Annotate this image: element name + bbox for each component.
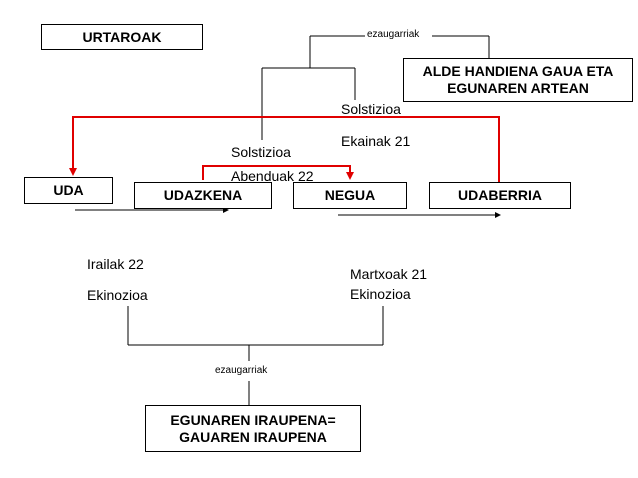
characteristics-label-bottom: ezaugarriak xyxy=(215,365,268,376)
winter-solstice-date: Abenduak 22 xyxy=(231,168,314,184)
season-label-negua: NEGUA xyxy=(324,187,376,203)
characteristics-label-top: ezaugarriak xyxy=(367,29,420,40)
red-connector xyxy=(69,116,500,182)
black-arrows xyxy=(75,207,501,218)
season-box-udaberria: UDABERRIA xyxy=(429,182,571,209)
max-difference-line2: EGUNAREN ARTEAN xyxy=(447,80,589,96)
spring-equinox-name: Ekinozioa xyxy=(350,286,411,302)
top-bracket xyxy=(261,35,490,140)
autumn-equinox-name: Ekinozioa xyxy=(87,287,148,303)
autumn-equinox-date: Irailak 22 xyxy=(87,256,144,272)
season-box-negua: NEGUA xyxy=(293,182,407,209)
equal-duration-line1: EGUNAREN IRAUPENA= xyxy=(170,411,336,428)
summer-solstice-name: Solstizioa xyxy=(341,101,401,117)
equal-duration-box: EGUNAREN IRAUPENA= GAUAREN IRAUPENA xyxy=(145,405,361,452)
season-box-udazkena: UDAZKENA xyxy=(134,182,272,209)
season-label-uda: UDA xyxy=(53,182,84,198)
max-difference-box: ALDE HANDIENA GAUA ETA EGUNAREN ARTEAN xyxy=(403,58,633,102)
spring-equinox-date: Martxoak 21 xyxy=(350,266,428,282)
season-label-udazkena: UDAZKENA xyxy=(163,187,243,203)
winter-solstice-name: Solstizioa xyxy=(231,144,291,160)
season-label-udaberria: UDABERRIA xyxy=(458,187,542,203)
seasons-title: URTAROAK xyxy=(82,28,162,45)
bottom-bracket xyxy=(127,306,384,405)
equal-duration-line2: GAUAREN IRAUPENA xyxy=(179,428,327,445)
max-difference-line1: ALDE HANDIENA GAUA ETA xyxy=(422,63,614,79)
season-box-uda: UDA xyxy=(24,177,113,204)
summer-solstice-date: Ekainak 21 xyxy=(341,133,411,149)
seasons-title-box: URTAROAK xyxy=(41,24,203,50)
